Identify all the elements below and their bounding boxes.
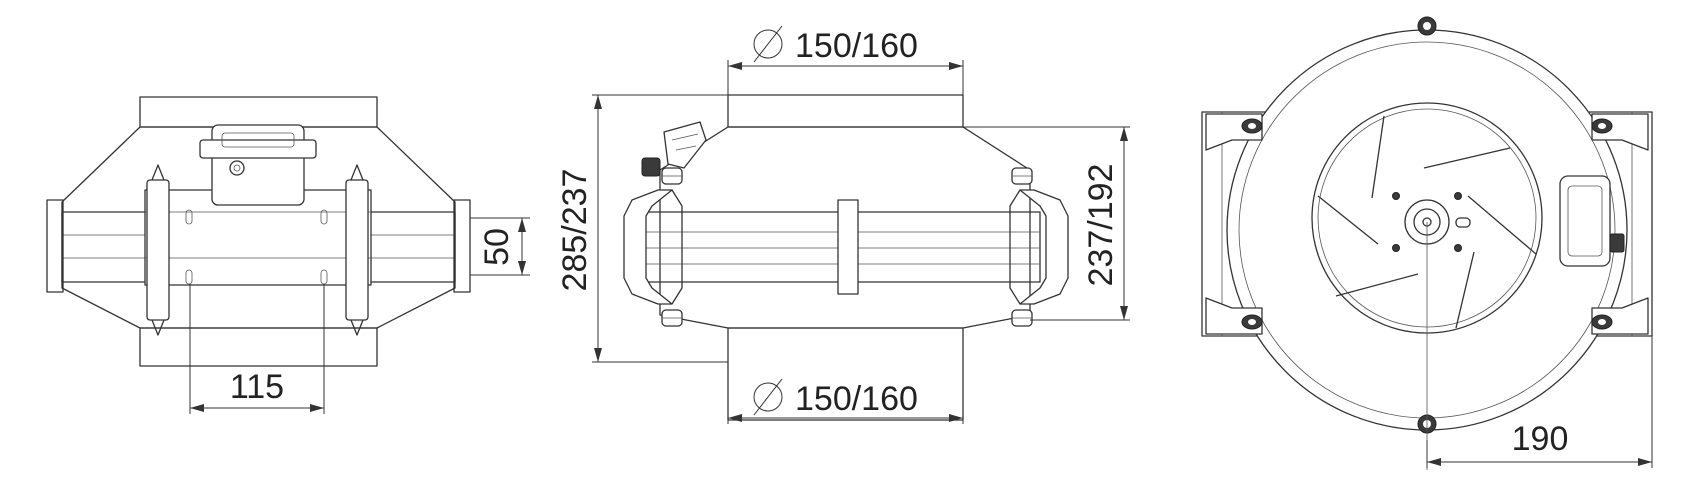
dimension-50: 50 (470, 217, 530, 276)
dim-label-right-height: 237/192 (1082, 164, 1120, 287)
bolt-top (1417, 16, 1437, 36)
dim-label-115: 115 (230, 368, 284, 406)
terminal-box (199, 124, 317, 206)
mount-leg-right (345, 164, 369, 336)
corner-bracket-tr (1591, 113, 1649, 151)
left-side-view: 115 50 (46, 96, 530, 414)
corner-bracket-tl (1205, 113, 1263, 151)
mount-leg-left (146, 164, 170, 336)
dim-label-left-height: 285/237 (556, 169, 594, 292)
dimension-190: 190 (1426, 336, 1653, 468)
dim-label-top-diameter: 150/160 (795, 27, 918, 65)
dimension-115: 115 (189, 284, 325, 414)
axial-view: 190 (1201, 16, 1653, 470)
cable-gland (641, 121, 707, 177)
dim-label-50: 50 (478, 228, 516, 266)
front-view: 150/160 150/160 285/237 (556, 25, 1130, 424)
dimension-left-height: 285/237 (556, 94, 728, 363)
diameter-icon (753, 25, 783, 63)
diameter-icon-bottom (753, 378, 783, 416)
dim-label-bottom-diameter: 150/160 (795, 380, 918, 418)
side-terminal-box (1559, 175, 1625, 267)
dimension-top-diameter: 150/160 (727, 25, 964, 95)
impeller-blades (1317, 115, 1537, 329)
dim-label-190: 190 (1512, 420, 1569, 458)
dimension-right-height: 237/192 (963, 126, 1130, 321)
dimension-bottom-diameter: 150/160 (727, 378, 964, 424)
corner-bracket-br (1591, 297, 1649, 335)
corner-bracket-bl (1205, 297, 1263, 335)
